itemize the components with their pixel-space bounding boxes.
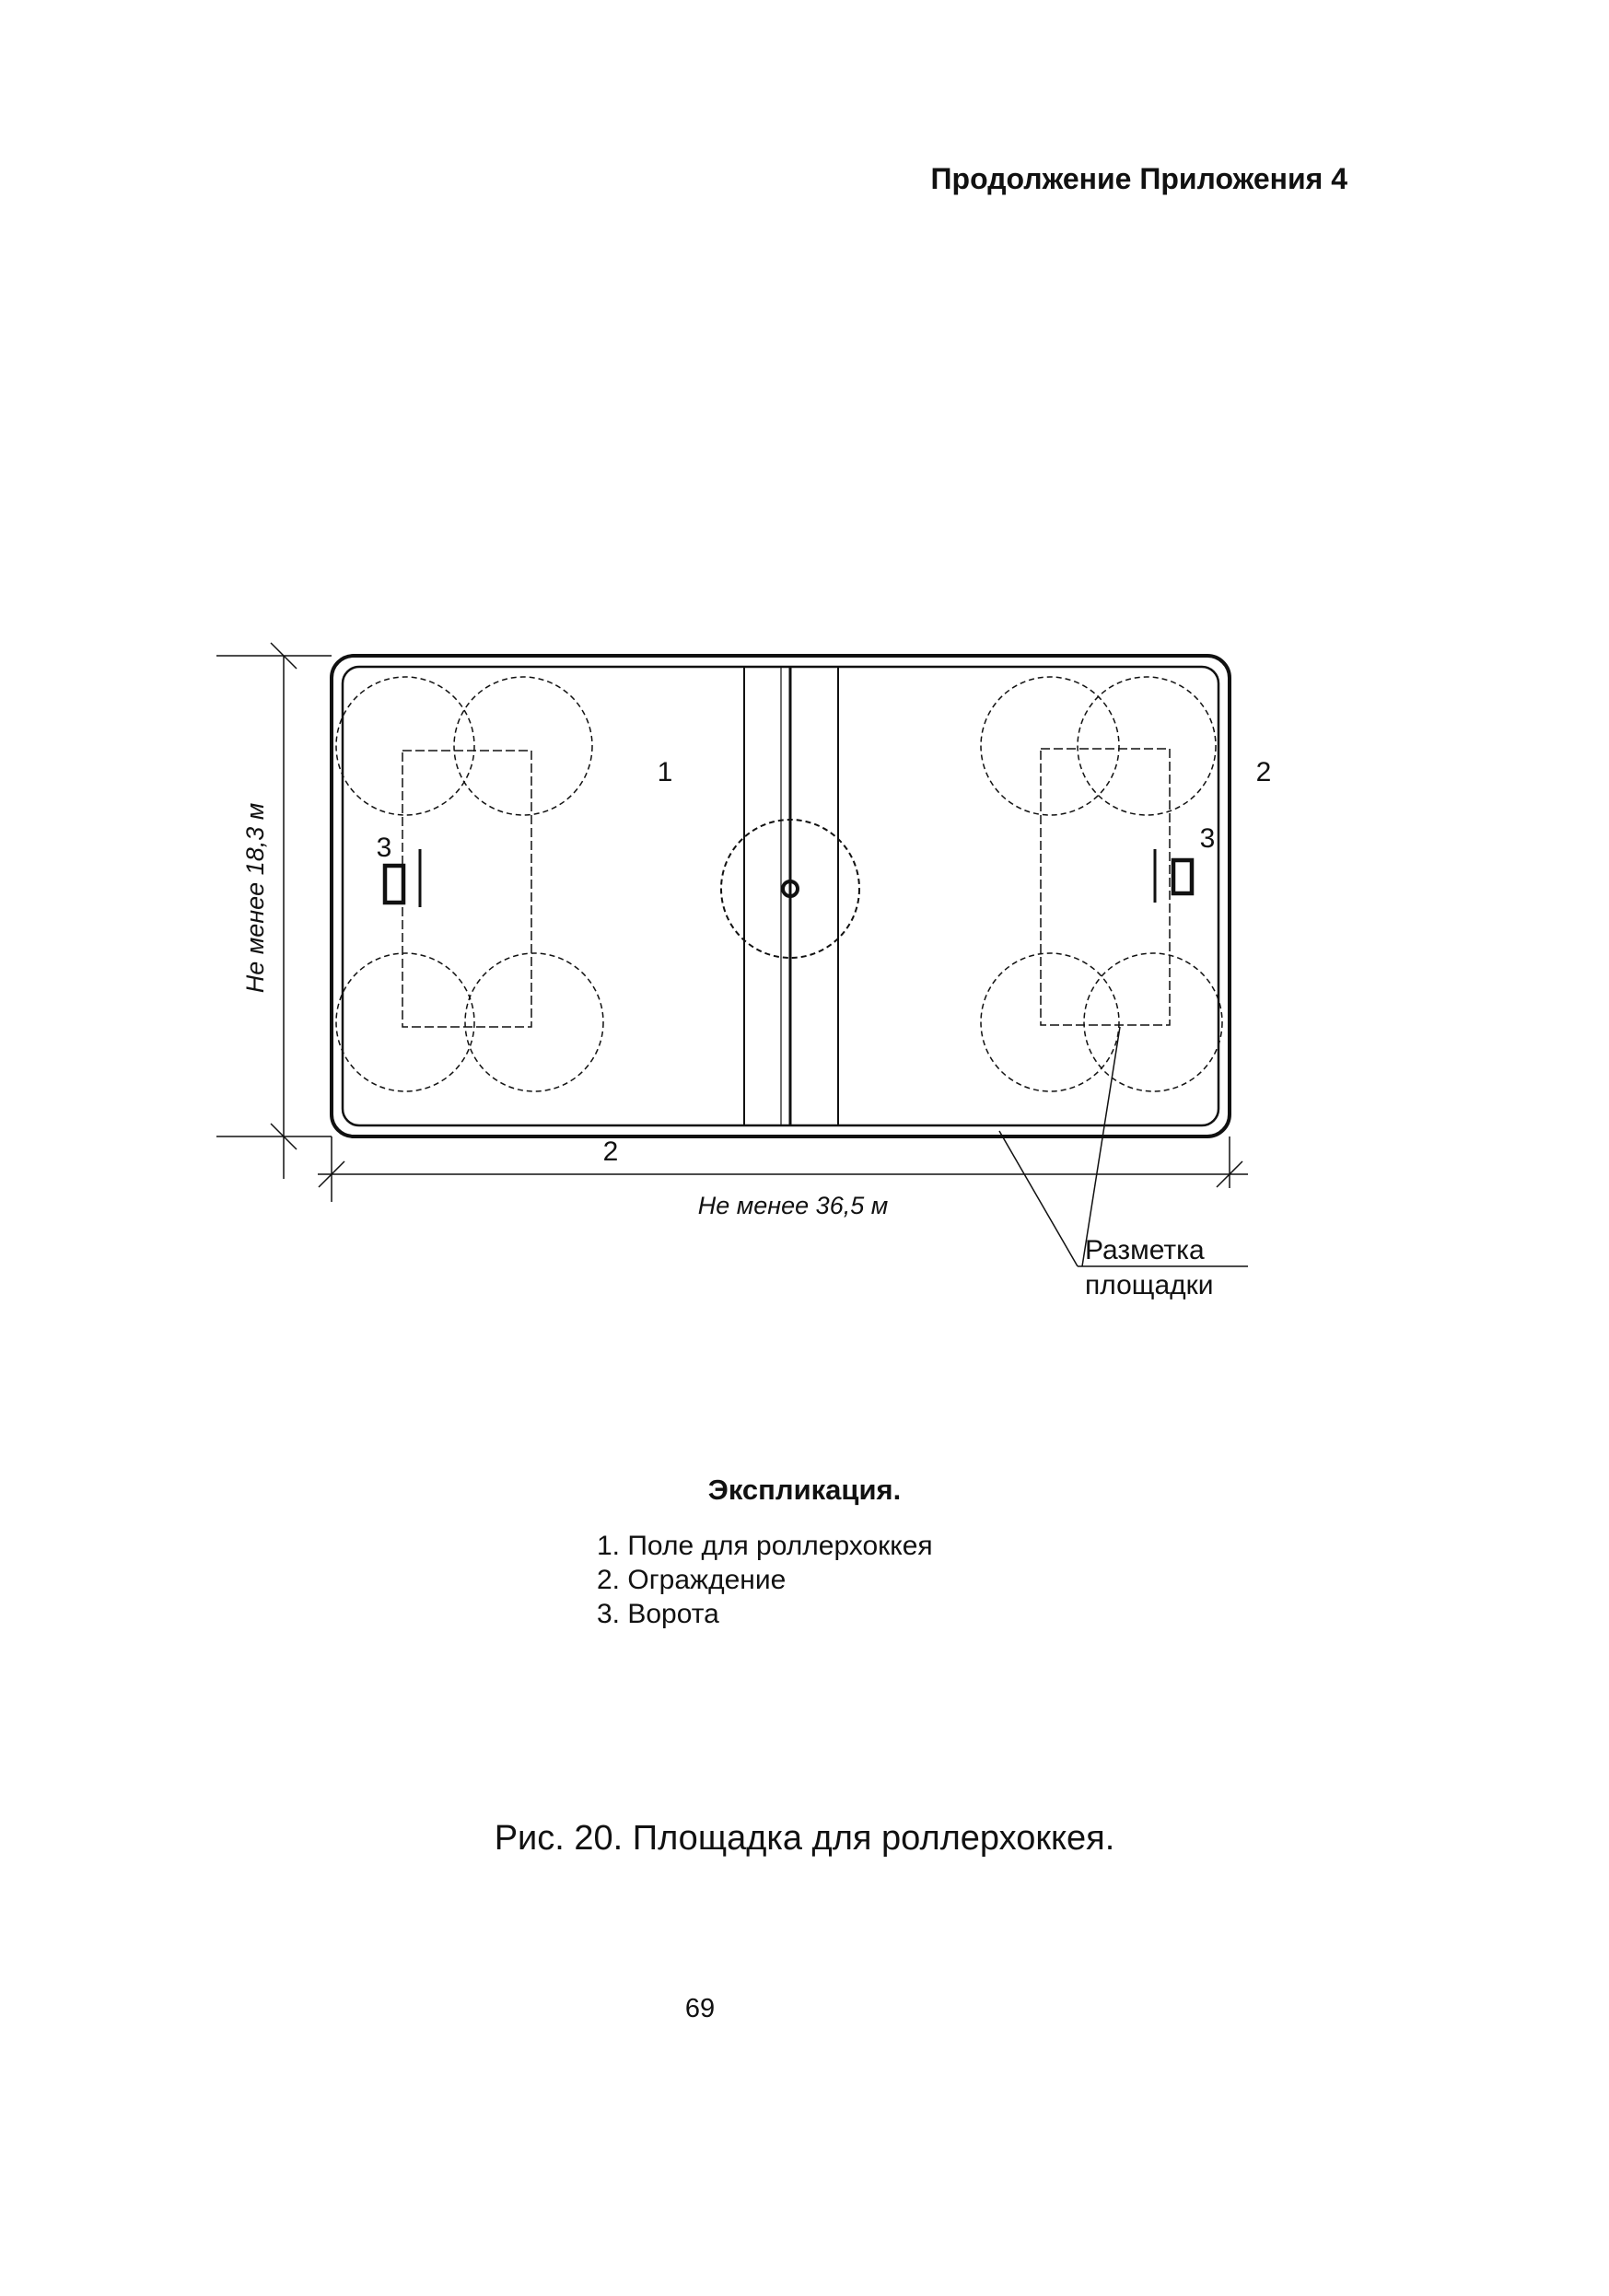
length-dimension-label: Не менее 36,5 м [698, 1192, 889, 1219]
explication-item: 2. Ограждение [597, 1565, 787, 1595]
center-circle [720, 819, 860, 959]
left-goal [382, 863, 406, 905]
marking-leader-1 [998, 1130, 1078, 1267]
fence-label-bottom: 2 [603, 1136, 619, 1167]
page-number: 69 [684, 1994, 716, 2023]
goal-label-right: 3 [1200, 823, 1216, 854]
explication-item: 3. Ворота [597, 1599, 719, 1629]
left-faceoff-circle-br [464, 952, 604, 1092]
width-tick-bottom [270, 1123, 297, 1150]
explication-title: Экспликация. [707, 1474, 902, 1506]
length-tick-right [1216, 1160, 1243, 1188]
field-label: 1 [658, 757, 673, 787]
right-faceoff-circle-bl [980, 952, 1120, 1092]
center-spot [781, 880, 799, 898]
figure-caption: Рис. 20. Площадка для роллерхоккея. [494, 1819, 1115, 1858]
explication-item: 1. Поле для роллерхоккея [597, 1531, 933, 1561]
right-goal [1171, 857, 1195, 896]
page-header: Продолжение Приложения 4 [930, 162, 1347, 195]
rink-fence-outer [330, 654, 1231, 1138]
explication-list: 1. Поле для роллерхоккея 2. Ограждение 3… [597, 1529, 933, 1631]
left-zone-rect [402, 750, 532, 1028]
right-faceoff-circle-tr [1077, 676, 1217, 816]
marking-label-line1: Разметка [1085, 1235, 1205, 1265]
width-dimension-label: Не менее 18,3 м [241, 803, 269, 994]
right-faceoff-circle-tl [980, 676, 1120, 816]
left-faceoff-circle-tr [453, 676, 593, 816]
right-zone-rect [1040, 748, 1171, 1026]
left-faceoff-circle-bl [335, 952, 475, 1092]
width-tick-top [270, 642, 297, 670]
left-faceoff-circle-tl [335, 676, 475, 816]
marking-leader-2 [1081, 1026, 1121, 1267]
goal-label-left: 3 [377, 833, 392, 863]
fence-label-right: 2 [1256, 757, 1272, 787]
marking-label-line2: площадки [1085, 1270, 1214, 1300]
length-tick-left [318, 1160, 345, 1188]
right-faceoff-circle-br [1083, 952, 1223, 1092]
